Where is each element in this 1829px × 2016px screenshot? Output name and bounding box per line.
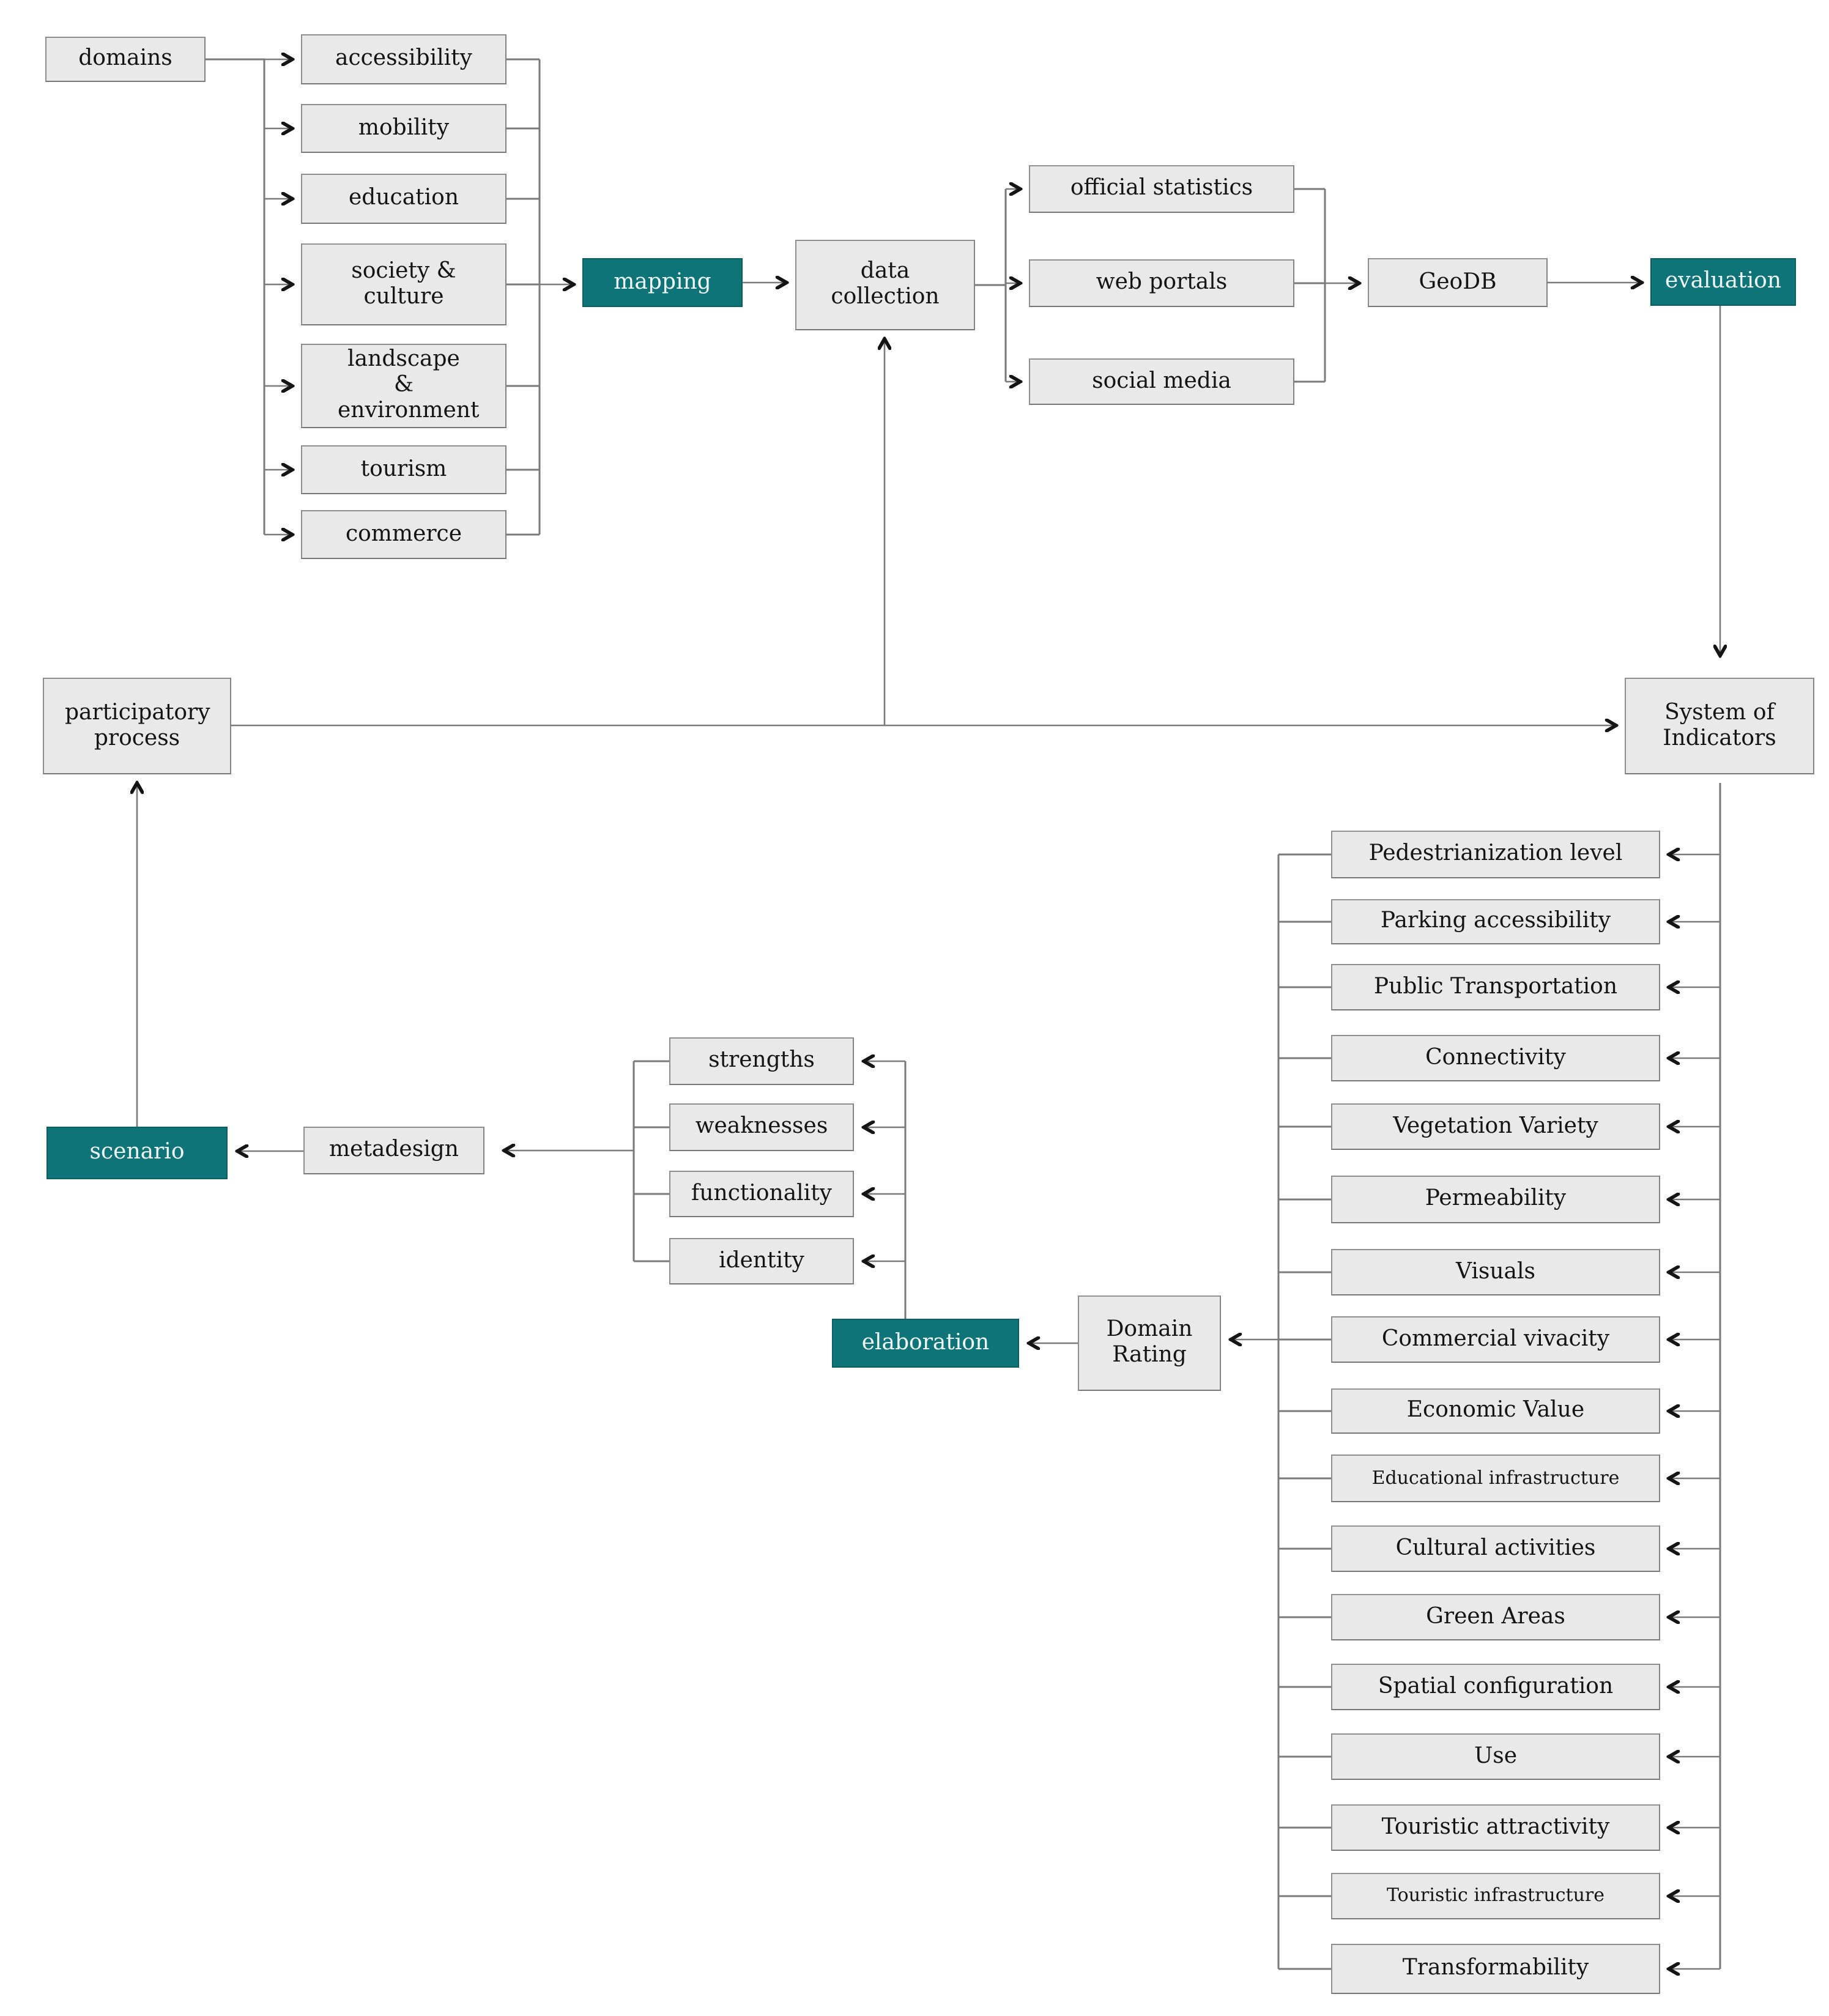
node-official-statistics: official statistics: [1029, 165, 1294, 213]
node-social-media: social media: [1029, 358, 1294, 405]
plain-connectors: [206, 58, 1721, 1970]
node-system-of-indicators: System of Indicators: [1625, 678, 1814, 774]
indicator-label: Touristic infrastructure: [1386, 1884, 1605, 1907]
indicator-label: Pedestrianization level: [1368, 840, 1623, 867]
node-indicator-touristic-infrastructure: Touristic infrastructure: [1331, 1873, 1660, 1919]
node-geodb-label: GeoDB: [1419, 269, 1497, 295]
indicator-label: Public Transportation: [1373, 973, 1618, 999]
node-scenario: scenario: [46, 1127, 228, 1179]
node-metadesign: metadesign: [303, 1127, 484, 1174]
node-society-culture-label: society & culture: [351, 258, 456, 309]
node-indicator-vegetation-variety: Vegetation Variety: [1331, 1103, 1660, 1150]
node-indicator-cultural-activities: Cultural activities: [1331, 1525, 1660, 1572]
node-domains: domains: [45, 37, 206, 82]
node-education: education: [301, 174, 506, 224]
node-domains-label: domains: [78, 45, 173, 72]
node-society-culture: society & culture: [301, 243, 506, 325]
indicator-label: Economic Value: [1406, 1397, 1585, 1423]
node-strengths-label: strengths: [708, 1047, 815, 1073]
node-mapping: mapping: [582, 258, 743, 307]
indicator-label: Parking accessibility: [1380, 908, 1611, 934]
indicator-label: Use: [1474, 1743, 1518, 1769]
node-geodb: GeoDB: [1368, 258, 1548, 307]
indicator-label: Touristic attractivity: [1381, 1814, 1610, 1840]
node-indicator-touristic-attractivity: Touristic attractivity: [1331, 1804, 1660, 1851]
node-participatory-process-label: participatory process: [65, 699, 210, 750]
node-commerce: commerce: [301, 510, 506, 559]
indicator-label: Vegetation Variety: [1393, 1113, 1598, 1139]
node-indicator-visuals: Visuals: [1331, 1249, 1660, 1295]
node-elaboration: elaboration: [832, 1319, 1019, 1368]
node-tourism-label: tourism: [360, 456, 447, 482]
node-indicator-transformability: Transformability: [1331, 1944, 1660, 1994]
indicator-label: Spatial configuration: [1378, 1673, 1614, 1699]
node-indicator-connectivity: Connectivity: [1331, 1035, 1660, 1081]
node-functionality: functionality: [669, 1171, 854, 1217]
node-evaluation-label: evaluation: [1664, 268, 1782, 294]
indicator-label: Visuals: [1456, 1258, 1535, 1284]
node-indicator-economic-value: Economic Value: [1331, 1388, 1660, 1434]
node-tourism: tourism: [301, 445, 506, 494]
node-landscape-environment: landscape & environment: [301, 344, 506, 428]
indicator-label: Permeability: [1425, 1185, 1567, 1212]
node-scenario-label: scenario: [89, 1139, 185, 1165]
node-education-label: education: [349, 185, 459, 211]
node-functionality-label: functionality: [691, 1180, 832, 1206]
node-weaknesses: weaknesses: [669, 1103, 854, 1151]
node-domain-rating: Domain Rating: [1078, 1295, 1221, 1391]
indicator-label: Green Areas: [1426, 1603, 1565, 1629]
node-data-collection-label: data collection: [831, 258, 940, 309]
node-social-media-label: social media: [1092, 368, 1231, 394]
node-official-statistics-label: official statistics: [1070, 175, 1253, 201]
indicator-label: Cultural activities: [1395, 1535, 1596, 1561]
indicator-label: Connectivity: [1425, 1044, 1566, 1070]
node-participatory-process: participatory process: [43, 678, 231, 774]
node-identity: identity: [669, 1238, 854, 1284]
node-mobility-label: mobility: [358, 114, 450, 141]
indicator-label: Transformability: [1402, 1955, 1589, 1981]
node-indicator-pedestrianization-level: Pedestrianization level: [1331, 831, 1660, 878]
node-weaknesses-label: weaknesses: [695, 1113, 828, 1140]
node-mapping-label: mapping: [614, 269, 711, 295]
node-indicator-green-areas: Green Areas: [1331, 1594, 1660, 1640]
node-web-portals-label: web portals: [1096, 269, 1228, 295]
node-indicator-commercial-vivacity: Commercial vivacity: [1331, 1316, 1660, 1363]
node-landscape-environment-label: landscape & environment: [338, 346, 480, 423]
node-commerce-label: commerce: [345, 521, 462, 547]
indicator-label: Educational infrastructure: [1371, 1466, 1620, 1489]
node-domain-rating-label: Domain Rating: [1106, 1316, 1193, 1368]
node-accessibility-label: accessibility: [335, 45, 472, 72]
node-identity-label: identity: [719, 1247, 804, 1273]
node-indicator-use: Use: [1331, 1733, 1660, 1780]
node-indicator-educational-infrastructure: Educational infrastructure: [1331, 1455, 1660, 1502]
indicator-label: Commercial vivacity: [1381, 1325, 1610, 1352]
node-elaboration-label: elaboration: [861, 1329, 990, 1355]
node-strengths: strengths: [669, 1037, 854, 1085]
node-metadesign-label: metadesign: [329, 1136, 459, 1163]
node-indicator-parking-accessibility: Parking accessibility: [1331, 899, 1660, 944]
arrow-connectors: [137, 59, 1720, 1969]
node-accessibility: accessibility: [301, 34, 506, 84]
node-indicator-permeability: Permeability: [1331, 1176, 1660, 1223]
node-mobility: mobility: [301, 104, 506, 153]
node-web-portals: web portals: [1029, 259, 1294, 307]
node-indicator-spatial-configuration: Spatial configuration: [1331, 1664, 1660, 1710]
node-data-collection: data collection: [795, 240, 975, 330]
node-evaluation: evaluation: [1650, 258, 1796, 306]
node-system-of-indicators-label: System of Indicators: [1663, 699, 1776, 750]
node-indicator-public-transportation: Public Transportation: [1331, 964, 1660, 1010]
